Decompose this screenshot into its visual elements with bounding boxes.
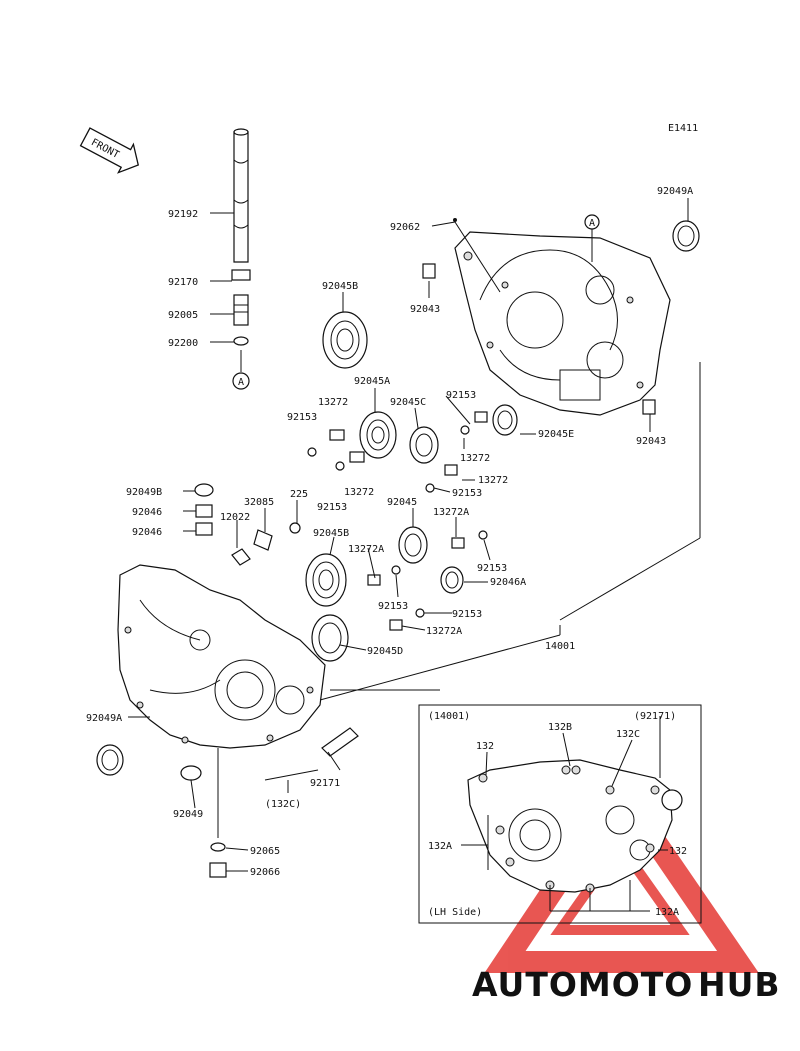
- part-label: 92046: [132, 527, 162, 538]
- part-label: 92045E: [538, 429, 574, 440]
- part-label: 92153: [477, 563, 507, 574]
- bearing: [305, 553, 347, 607]
- diagram-code: E1411: [668, 123, 698, 134]
- part-label: 92153: [452, 609, 482, 620]
- part-label: 132B: [548, 722, 572, 733]
- leader-lines: [128, 198, 701, 872]
- part-label: 92005: [168, 310, 198, 321]
- part-label: 92066: [250, 867, 280, 878]
- part-label: 32085: [244, 497, 274, 508]
- part-label: 92049A: [86, 713, 122, 724]
- part-label: 13272: [478, 475, 508, 486]
- seal-small: [194, 483, 214, 497]
- part-label: 92153: [317, 502, 347, 513]
- front-arrow-icon: FRONT: [79, 127, 140, 174]
- part-label: 92045D: [367, 646, 403, 657]
- bracket: [253, 529, 273, 551]
- right-crankcase: [453, 218, 671, 416]
- part-label: 92043: [410, 304, 440, 315]
- ref-marker-label: A: [589, 218, 595, 229]
- dowel-pin: [422, 263, 436, 279]
- part-label: 132A: [428, 841, 452, 852]
- part-label: 132: [476, 741, 494, 752]
- part-label: 92045B: [322, 281, 358, 292]
- bearing: [311, 614, 349, 662]
- oil-seal: [440, 566, 464, 594]
- part-label: 92171: [310, 778, 340, 789]
- part-label: 13272: [318, 397, 348, 408]
- bearing: [359, 411, 397, 459]
- part-label: 92045B: [313, 528, 349, 539]
- oil-seal: [180, 765, 202, 781]
- part-label: 92046A: [490, 577, 526, 588]
- part-label: 92153: [378, 601, 408, 612]
- part-label: 92153: [452, 488, 482, 499]
- part-label: 13272A: [426, 626, 462, 637]
- part-label: 13272A: [348, 544, 384, 555]
- part-label: 14001: [545, 641, 575, 652]
- oil-seal: [672, 220, 700, 252]
- part-label: 12022: [220, 512, 250, 523]
- breather-tube: [231, 128, 251, 390]
- part-label: 13272A: [433, 507, 469, 518]
- inset-lh-side: [418, 704, 702, 924]
- part-label: (132C): [265, 799, 301, 810]
- part-label: 13272: [460, 453, 490, 464]
- part-label: 92170: [168, 277, 198, 288]
- part-label: 92049B: [126, 487, 162, 498]
- part-label: 132A: [655, 907, 679, 918]
- watermark-part1: AUTOMOTO: [472, 965, 693, 1004]
- part-label: 92045A: [354, 376, 390, 387]
- inset-title: (14001): [428, 711, 470, 722]
- bearing: [322, 311, 368, 369]
- part-label: 92200: [168, 338, 198, 349]
- bearing: [492, 404, 518, 436]
- ref-marker-label: A: [238, 377, 244, 388]
- stopper-pin: [321, 727, 359, 757]
- part-label: 92153: [287, 412, 317, 423]
- washer: [210, 842, 226, 852]
- bolt: [289, 522, 301, 534]
- bolts: [307, 411, 488, 631]
- drain-plug: [209, 862, 227, 878]
- part-labels: 92192 92170 92005 92200 A 92062 A 92049A…: [86, 186, 693, 918]
- part-label: 92045C: [390, 397, 426, 408]
- part-label: 132C: [616, 729, 640, 740]
- part-label: 92153: [446, 390, 476, 401]
- part-label: 92049: [173, 809, 203, 820]
- part-label: 92062: [390, 222, 420, 233]
- oil-seal: [96, 744, 124, 776]
- bearing: [409, 426, 439, 464]
- part-label: 132: [669, 846, 687, 857]
- dowel-pin: [642, 399, 656, 415]
- collar: [195, 522, 213, 536]
- collar: [195, 504, 213, 518]
- bearing: [398, 526, 428, 564]
- part-label: 225: [290, 489, 308, 500]
- part-label: 92192: [168, 209, 198, 220]
- left-crankcase: [117, 564, 326, 749]
- plate: [231, 548, 251, 566]
- inset-side-label: (LH Side): [428, 907, 482, 918]
- watermark-text: AUTOMOTO HUB: [472, 965, 781, 1004]
- part-label: 92065: [250, 846, 280, 857]
- watermark-part2: HUB: [698, 965, 781, 1004]
- part-label: 92043: [636, 436, 666, 447]
- part-label: 13272: [344, 487, 374, 498]
- part-label: 92046: [132, 507, 162, 518]
- inset-right-title: (92171): [634, 711, 676, 722]
- part-label: 92049A: [657, 186, 693, 197]
- part-label: 92045: [387, 497, 417, 508]
